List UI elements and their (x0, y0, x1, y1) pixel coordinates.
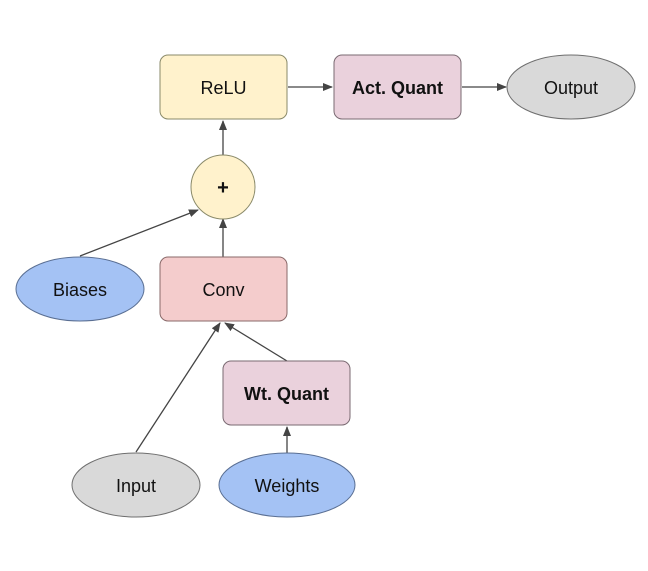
conv-node: Conv (159, 256, 288, 322)
weights-node-shape (218, 452, 356, 518)
edge-input-to-conv (135, 322, 221, 453)
relu-node-shape (159, 54, 288, 120)
edge-biases-to-add (79, 209, 199, 257)
add-node-label: + (217, 177, 229, 199)
act-quant-node-shape (333, 54, 462, 120)
input-node-label: Input (116, 476, 156, 496)
biases-node-label: Biases (53, 280, 107, 300)
weights-node-label: Weights (255, 476, 320, 496)
relu-node-label: ReLU (200, 78, 246, 98)
act-quant-node-label: Act. Quant (352, 78, 443, 98)
wt-quant-node: Wt. Quant (222, 360, 351, 426)
wt-quant-node-label: Wt. Quant (244, 384, 329, 404)
conv-node-shape (159, 256, 288, 322)
output-node: Output (506, 54, 636, 120)
biases-node-shape (15, 256, 145, 322)
edges-group (79, 83, 507, 453)
weights-node: Weights (218, 452, 356, 518)
act-quant-node: Act. Quant (333, 54, 462, 120)
output-node-label: Output (544, 78, 598, 98)
add-node-shape (190, 154, 256, 220)
biases-node: Biases (15, 256, 145, 322)
output-node-shape (506, 54, 636, 120)
wt-quant-node-shape (222, 360, 351, 426)
conv-node-label: Conv (202, 280, 244, 300)
add-node: + (190, 154, 256, 220)
edge-wtquant-to-conv (224, 322, 288, 362)
relu-node: ReLU (159, 54, 288, 120)
input-node-shape (71, 452, 201, 518)
input-node: Input (71, 452, 201, 518)
